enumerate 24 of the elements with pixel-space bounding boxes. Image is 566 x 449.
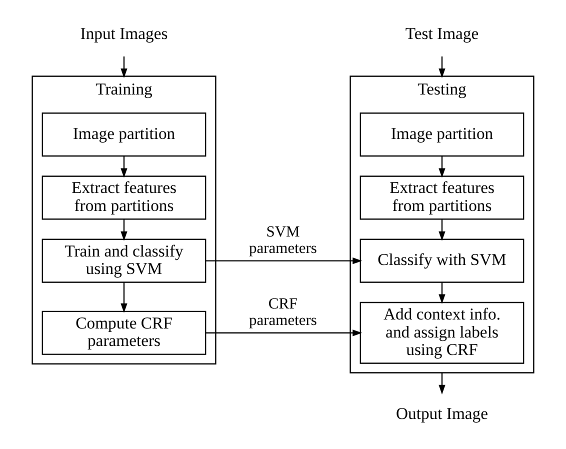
arrow xyxy=(120,219,128,241)
node-box: Classify with SVM xyxy=(360,238,524,283)
node-text: Input Images xyxy=(80,24,168,43)
arrow xyxy=(120,156,128,178)
node-text: Test Image xyxy=(405,24,479,43)
arrow xyxy=(438,56,446,78)
node-text: Output Image xyxy=(396,404,488,423)
arrow xyxy=(438,156,446,178)
arrow xyxy=(206,330,362,336)
edge-label: SVM parameters xyxy=(249,223,317,257)
node-box: Extract features from partitions xyxy=(42,176,206,220)
node-box: Image partition xyxy=(42,112,206,157)
node-box: Extract features from partitions xyxy=(360,176,524,220)
arrow xyxy=(438,372,446,394)
node-box: Compute CRF parameters xyxy=(42,310,206,355)
arrow xyxy=(438,219,446,241)
arrow xyxy=(206,257,362,264)
node-box: Add context info. and assign labels using CRF xyxy=(360,302,524,364)
arrow xyxy=(120,56,128,78)
edge-label: CRF parameters xyxy=(249,295,317,330)
node-box: Train and classify using SVM xyxy=(42,238,206,283)
arrow xyxy=(438,282,446,304)
arrow xyxy=(120,282,128,313)
node-box: Image partition xyxy=(360,112,524,157)
